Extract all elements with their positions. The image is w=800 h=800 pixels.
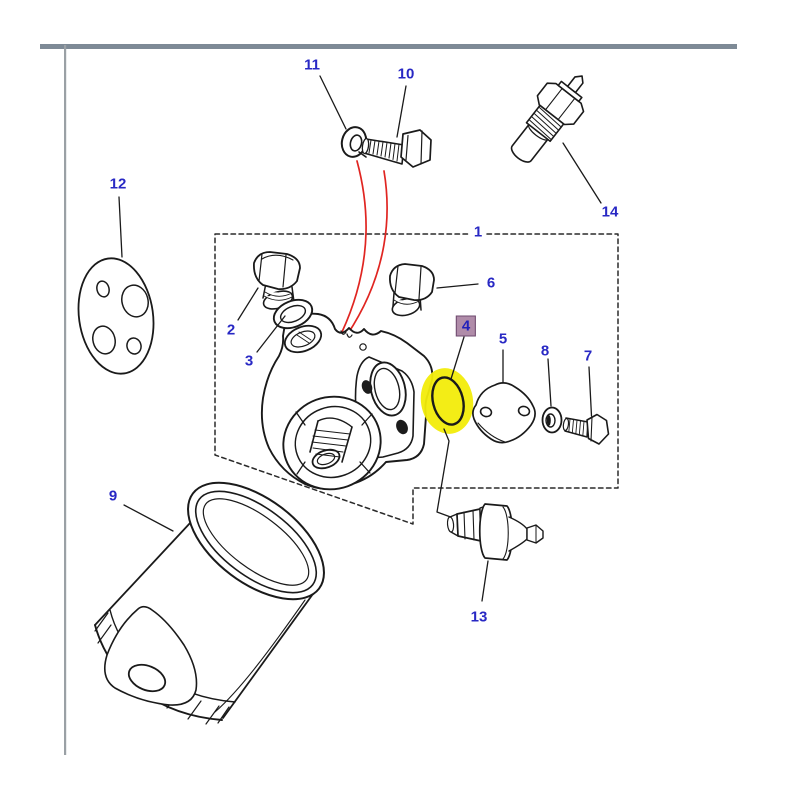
leader-line-3 [256, 315, 286, 353]
part-10-bolt-drawing [361, 129, 432, 168]
part-7-bolt-drawing [562, 413, 610, 445]
leader-line-11 [319, 75, 347, 130]
part-label-3: 3 [244, 352, 254, 370]
part-label-4-highlighted: 4 [455, 315, 477, 337]
leader-line-6 [436, 283, 479, 289]
oil-filter-adapter-housing-drawing [260, 312, 434, 491]
part-9-oil-filter-drawing [94, 481, 325, 725]
part-6-hex-plug-drawing [389, 263, 435, 317]
leader-line-7 [588, 366, 593, 417]
leader-line-2 [237, 287, 259, 321]
part-13-pressure-switch-drawing [446, 503, 544, 561]
part-label-2: 2 [226, 321, 236, 339]
leader-line-4 [450, 336, 465, 380]
part-5-cover-plate-drawing [472, 382, 536, 444]
part-label-1: 1 [469, 224, 487, 240]
part-label-10: 10 [397, 65, 415, 83]
part-label-7: 7 [583, 347, 593, 365]
oring-to-switch-line [436, 428, 457, 520]
leader-line-10 [396, 85, 407, 138]
part-label-9: 9 [108, 487, 118, 505]
part-3-washer-drawing [272, 298, 314, 330]
leader-line-8 [547, 358, 552, 407]
part-label-13: 13 [470, 608, 488, 626]
left-frame-line [64, 45, 67, 755]
leader-line-14 [562, 142, 602, 204]
part-12-gasket-drawing [77, 257, 155, 375]
top-frame-bar [40, 44, 737, 49]
part-label-5: 5 [498, 330, 508, 348]
part-14-temp-sender-drawing [510, 75, 585, 163]
part-label-6: 6 [486, 274, 496, 292]
part-label-11: 11 [304, 56, 320, 74]
part-label-12: 12 [109, 175, 127, 193]
part-label-8: 8 [540, 342, 550, 360]
leader-line-9 [123, 504, 174, 532]
leader-line-12 [118, 196, 123, 258]
leader-line-13 [481, 560, 489, 602]
part-4-oring-drawing [420, 368, 474, 434]
part-8-washer-drawing [541, 406, 563, 434]
red-locating-lines [341, 160, 388, 336]
part-label-14: 14 [601, 203, 619, 221]
assembly-boundary-dashed-box [214, 233, 619, 525]
